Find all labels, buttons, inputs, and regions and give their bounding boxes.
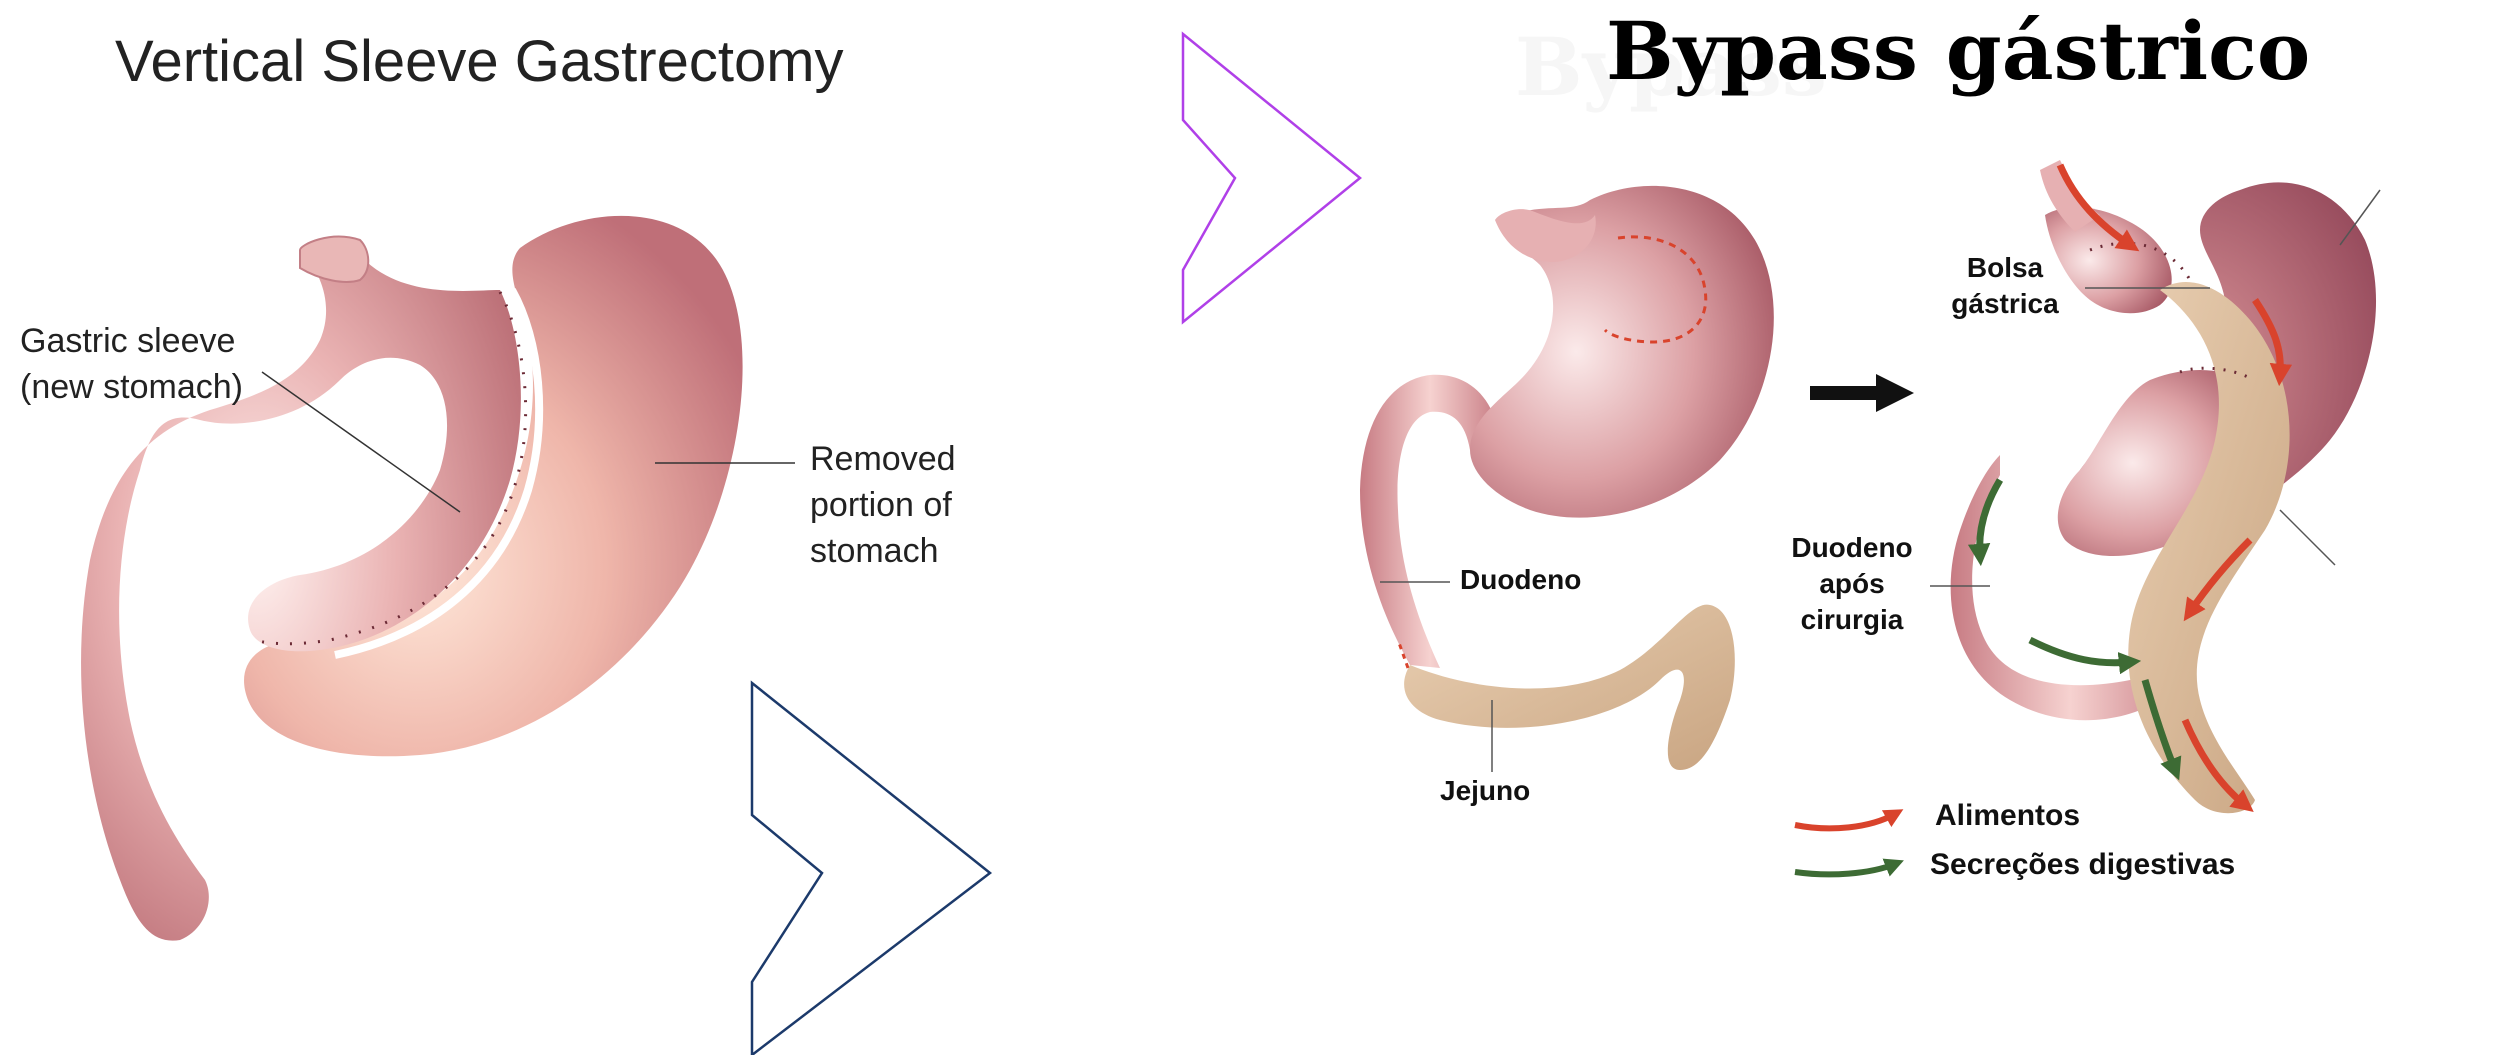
gastric-sleeve-label: Gastric sleeve (new stomach): [20, 318, 243, 410]
removed-portion-label-line1: Removed: [810, 436, 956, 482]
bypass-before-illustration: [1360, 186, 1774, 772]
duodeno-apos-line3: cirurgia: [1782, 602, 1922, 638]
esophagus-stump: [300, 237, 368, 282]
chevron-purple-icon: [1183, 34, 1360, 322]
chevron-navy-icon: [752, 683, 990, 1055]
sleeve-title: Vertical Sleeve Gastrectomy: [115, 28, 844, 95]
jejunum-before: [1404, 605, 1735, 770]
sleeve-leader-line: [262, 372, 460, 512]
bolsa-gastrica-label: Bolsa gástrica: [1945, 250, 2065, 322]
roux-limb-leader: [2280, 510, 2335, 565]
removed-portion-label-line2: portion of: [810, 482, 956, 528]
removed-portion-label: Removed portion of stomach: [810, 436, 956, 574]
duodenum-before: [1360, 375, 1500, 668]
bolsa-gastrica-line2: gástrica: [1945, 286, 2065, 322]
duodeno-label: Duodeno: [1460, 562, 1581, 598]
legend-food-label: Alimentos: [1935, 799, 2080, 833]
duodeno-apos-line2: após: [1782, 566, 1922, 602]
removed-portion-label-line3: stomach: [810, 528, 956, 574]
bolsa-gastrica-line1: Bolsa: [1945, 250, 2065, 286]
gastric-sleeve-label-line2: (new stomach): [20, 364, 243, 410]
bypass-title: Bypass gástrico: [1606, 4, 2310, 98]
duodeno-apos-line1: Duodeno: [1782, 530, 1922, 566]
legend-secretion-arrow-icon: [1795, 864, 1895, 874]
legend-food-arrow-icon: [1795, 814, 1895, 828]
transition-arrow-icon: [1810, 374, 1914, 412]
gastric-sleeve-label-line1: Gastric sleeve: [20, 318, 243, 364]
secretion-arrow-2: [2030, 640, 2130, 663]
legend-secretion-label: Secreções digestivas: [1930, 848, 2235, 882]
jejuno-label: Jejuno: [1440, 773, 1530, 809]
duodeno-apos-cirurgia-label: Duodeno após cirurgia: [1782, 530, 1922, 638]
